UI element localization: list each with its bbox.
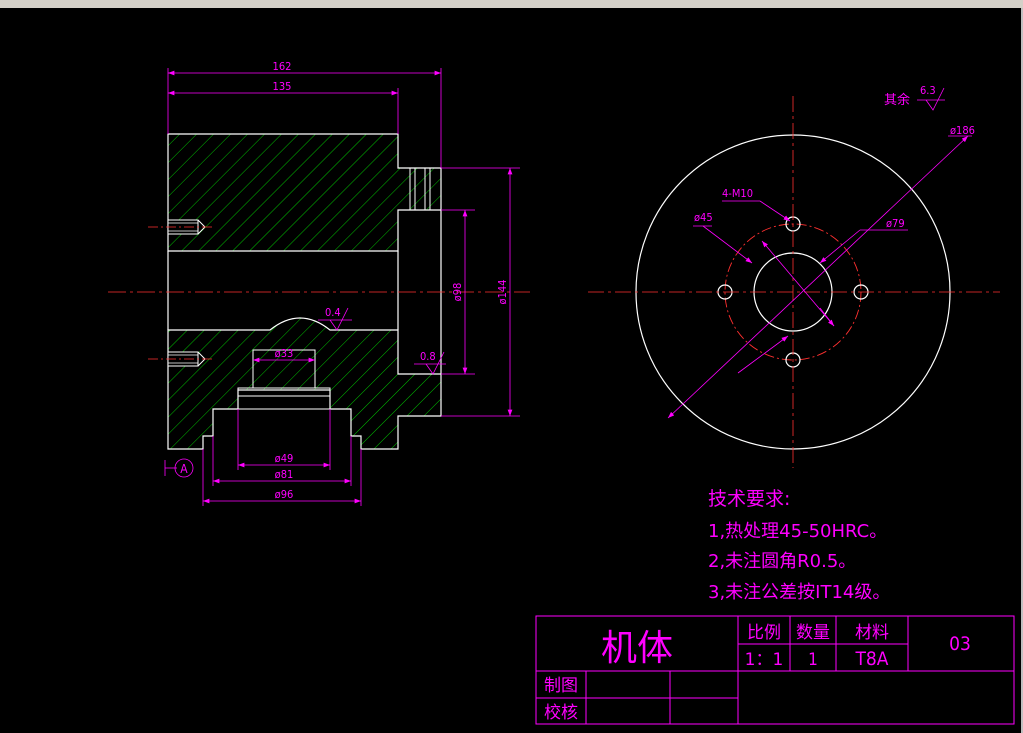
dim-dia-98: ø98: [451, 283, 464, 302]
roughness-value-1: 0.4: [325, 306, 341, 319]
tech-requirement-2: 2,未注圆角R0.5。: [708, 551, 856, 572]
drawn-by-label: 制图: [544, 676, 578, 696]
dim-dia-81: ø81: [275, 468, 294, 481]
dim-dia-144: ø144: [496, 280, 509, 305]
material-label: 材料: [855, 623, 889, 643]
tech-requirement-3: 3,未注公差按IT14级。: [708, 582, 890, 603]
drawing-number: 03: [949, 633, 971, 655]
tech-requirement-1: 1,热处理45-50HRC。: [708, 521, 887, 542]
end-view: ø186 ø79 ø45 4-M10 其余 6.3: [588, 84, 1000, 468]
cad-drawing-area[interactable]: 162 135 ø98 ø144 ø33 ø49 ø81 ø96 0.4 0.8…: [0, 8, 1021, 733]
dim-dia-186: ø186: [950, 124, 975, 137]
tech-requirements: 技术要求: 1,热处理45-50HRC。 2,未注圆角R0.5。 3,未注公差按…: [708, 488, 890, 603]
quantity-label: 数量: [796, 623, 830, 643]
surface-note-text: 其余: [884, 92, 910, 108]
tapped-hole-upper: [148, 219, 212, 235]
checked-by-label: 校核: [544, 703, 578, 723]
thread-callout: 4-M10: [722, 187, 753, 200]
tech-requirements-title: 技术要求:: [708, 488, 790, 510]
tapped-hole-lower: [148, 351, 212, 367]
dim-overall-length: 162: [273, 60, 292, 73]
dim-dia-49: ø49: [275, 452, 294, 465]
section-hatch-upper: [167, 133, 442, 252]
material-value: T8A: [855, 648, 889, 670]
section-hatch-lower: [167, 317, 442, 450]
dim-dia-79: ø79: [886, 217, 905, 230]
window-top-bar: [0, 0, 1023, 8]
dim-dia-45: ø45: [694, 211, 713, 224]
surface-note-value: 6.3: [920, 84, 936, 97]
part-name: 机体: [601, 628, 673, 669]
roughness-value-2: 0.8: [420, 350, 436, 363]
cad-canvas[interactable]: 162 135 ø98 ø144 ø33 ø49 ø81 ø96 0.4 0.8…: [0, 8, 1021, 733]
datum-label: A: [180, 462, 188, 476]
section-view: 162 135 ø98 ø144 ø33 ø49 ø81 ø96 0.4 0.8…: [108, 60, 530, 506]
scale-label: 比例: [747, 623, 781, 643]
dim-dia-33: ø33: [275, 347, 294, 360]
quantity-value: 1: [808, 650, 818, 670]
dim-body-length: 135: [273, 80, 292, 93]
title-block: 机体 比例 数量 材料 1：1 1 T8A 03 制图 校核: [535, 615, 1015, 725]
dim-dia-96: ø96: [275, 488, 294, 501]
scale-value: 1：1: [745, 650, 784, 670]
